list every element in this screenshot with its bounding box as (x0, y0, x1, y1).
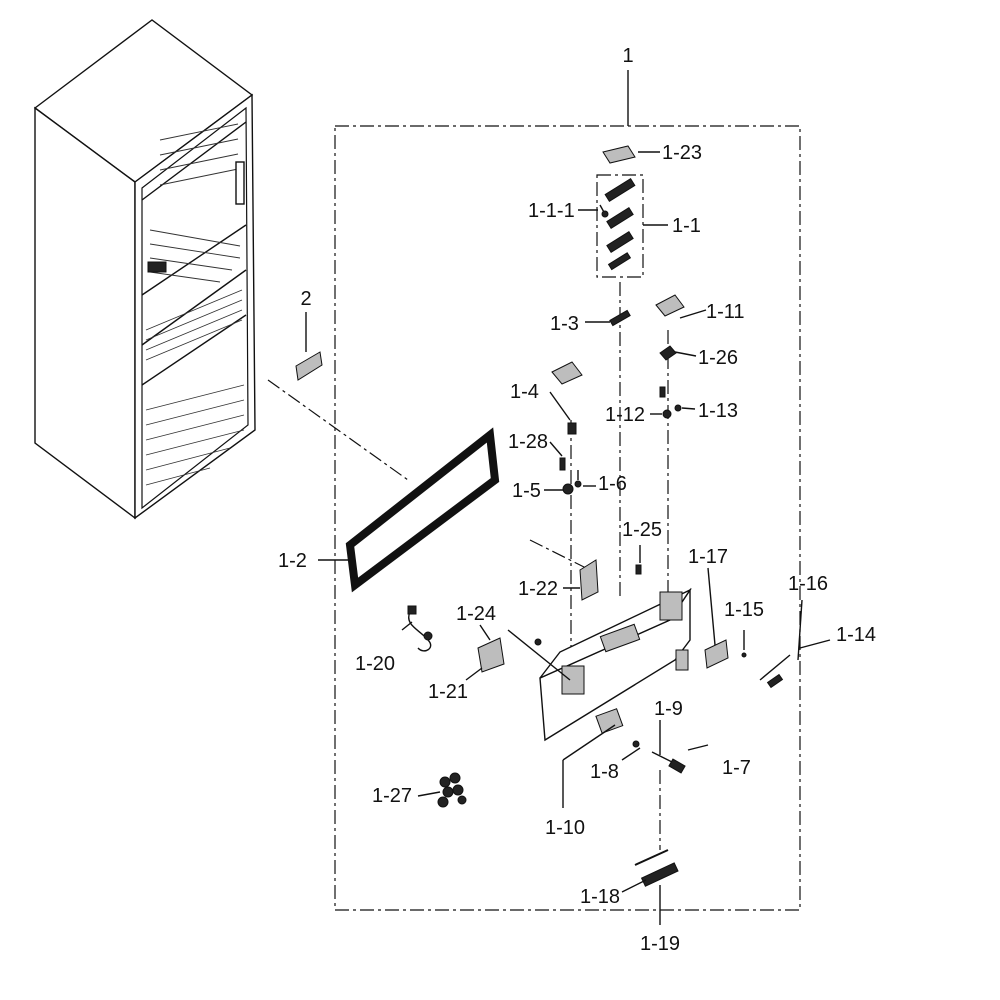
label-1-21: 1-21 (428, 681, 468, 703)
label-1-26: 1-26 (698, 347, 738, 369)
assembly-boundary (334, 125, 801, 911)
label-1-10: 1-10 (545, 817, 585, 839)
label-1-3: 1-3 (550, 313, 579, 335)
label-1-9: 1-9 (654, 698, 683, 720)
label-1-27: 1-27 (372, 785, 412, 807)
gasket-frame (345, 427, 500, 593)
label-1-1-1: 1-1-1 (528, 200, 575, 222)
label-1-13: 1-13 (698, 400, 738, 422)
label-1-7: 1-7 (722, 757, 751, 779)
label-1: 1 (622, 45, 633, 67)
leader-lines (305, 151, 831, 925)
label-1-8: 1-8 (590, 761, 619, 783)
label-1-12: 1-12 (605, 404, 645, 426)
label-1-20: 1-20 (355, 653, 395, 675)
label-1-16: 1-16 (788, 573, 828, 595)
label-1-24: 1-24 (456, 603, 496, 625)
label-1-1: 1-1 (672, 215, 701, 237)
label-1-2: 1-2 (278, 550, 307, 572)
label-1-4: 1-4 (510, 381, 539, 403)
label-1-28: 1-28 (508, 431, 548, 453)
label-1-14: 1-14 (836, 624, 876, 646)
wire-cluster (437, 772, 467, 808)
label-1-19: 1-19 (640, 933, 680, 955)
door-cover-body (539, 587, 692, 742)
label-1-15: 1-15 (724, 599, 764, 621)
label-1-25: 1-25 (622, 519, 662, 541)
label-1-22: 1-22 (518, 578, 558, 600)
label-1-18: 1-18 (580, 886, 620, 908)
label-1-23: 1-23 (662, 142, 702, 164)
label-1-5: 1-5 (512, 480, 541, 502)
label-1-6: 1-6 (598, 473, 627, 495)
label-2: 2 (300, 288, 311, 310)
label-1-17: 1-17 (688, 546, 728, 568)
label-1-11: 1-11 (706, 301, 745, 323)
refrigerator-cabinet (33, 19, 256, 520)
